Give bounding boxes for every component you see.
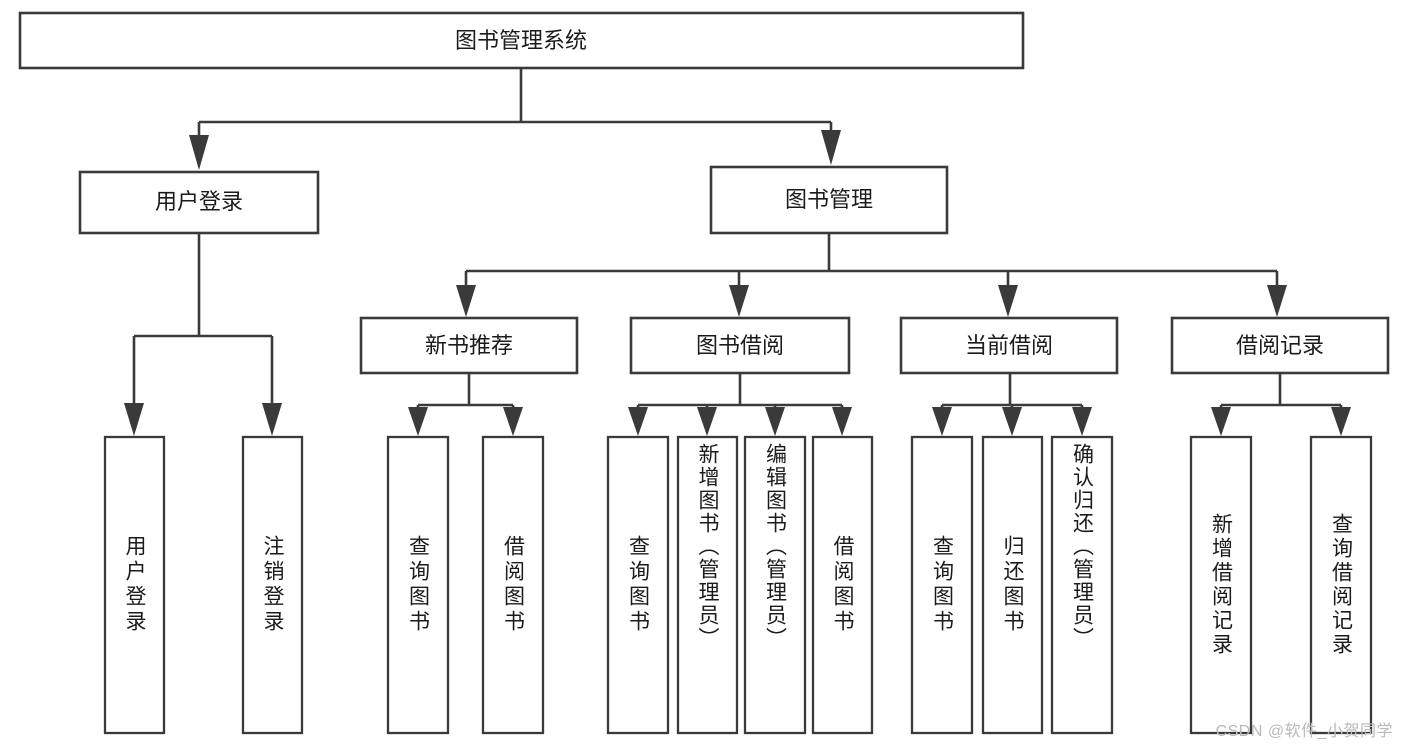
leaf-box-borrow-book-recommend[interactable] xyxy=(481,435,545,735)
arrow-head-user-login xyxy=(189,135,209,170)
node-borrow-record-box xyxy=(1170,316,1390,375)
leaf-labels: 用户登录 注销登录 查询图书 借阅图书 查询图书 xyxy=(123,443,1353,657)
arrow-head-current-borrow xyxy=(998,285,1018,317)
leaf-label-wrap-edit-book-admin: 编辑图书（管理员） xyxy=(763,443,787,650)
leaf-box-query-book-recommend[interactable] xyxy=(386,435,450,735)
leaf-box-edit-book-admin[interactable] xyxy=(743,435,807,735)
node-book-management[interactable]: 图书管理 xyxy=(709,165,949,235)
leaf-label-wrap-query-borrow-record: 查询借阅记录 xyxy=(1329,513,1353,657)
arrow-head-leaf-query-book-borrow xyxy=(628,407,648,436)
leaf-box-user-login[interactable] xyxy=(103,435,166,735)
arrow-head-leaf-edit-book-admin xyxy=(765,407,785,436)
leaf-label-wrap-add-borrow-record: 新增借阅记录 xyxy=(1209,513,1233,657)
arrow-head-leaf-add-book-admin xyxy=(697,407,717,436)
leaf-label-user-login: 用户登录 xyxy=(123,535,146,635)
leaf-box-confirm-return-admin[interactable] xyxy=(1050,435,1114,735)
node-book-management-label: 图书管理 xyxy=(785,187,873,212)
leaf-label-return-book: 归还图书 xyxy=(1001,535,1024,635)
node-root-label: 图书管理系统 xyxy=(455,28,587,53)
node-new-book-recommend-label: 新书推荐 xyxy=(425,333,513,358)
arrow-head-leaf-confirm-return-admin xyxy=(1072,407,1092,436)
node-root[interactable]: 图书管理系统 xyxy=(18,11,1025,70)
arrow-head-leaf-borrow-book xyxy=(832,407,852,436)
node-book-borrow-label: 图书借阅 xyxy=(696,333,784,358)
node-current-borrow-box xyxy=(899,316,1119,375)
leaf-box-query-book-borrow[interactable] xyxy=(606,435,670,735)
node-root-box xyxy=(18,11,1025,70)
arrow-head-leaf-add-borrow-record xyxy=(1211,407,1231,436)
leaf-label-wrap-borrow-book-recommend: 借阅图书 xyxy=(501,535,525,635)
node-book-borrow-box xyxy=(629,316,851,375)
leaf-label-borrow-book-recommend: 借阅图书 xyxy=(501,535,525,635)
connector-layer xyxy=(124,68,1351,436)
node-borrow-record-label: 借阅记录 xyxy=(1236,333,1324,358)
leaf-label-confirm-return-admin: 确认归还（管理员） xyxy=(1070,443,1094,650)
leaf-label-query-book-borrow: 查询图书 xyxy=(626,535,650,635)
leaf-label-query-book-current: 查询图书 xyxy=(930,535,954,635)
leaf-label-wrap-query-book-current: 查询图书 xyxy=(930,535,954,635)
leaf-box-query-book-current[interactable] xyxy=(910,435,974,735)
leaf-label-query-book-recommend: 查询图书 xyxy=(406,535,430,635)
leaf-label-wrap-user-logout: 注销登录 xyxy=(261,535,284,635)
arrow-head-leaf-query-book-current xyxy=(932,407,952,436)
leaf-label-wrap-borrow-book: 借阅图书 xyxy=(831,535,854,635)
leaf-label-wrap-confirm-return-admin: 确认归还（管理员） xyxy=(1070,443,1094,650)
node-current-borrow-label: 当前借阅 xyxy=(965,333,1053,358)
node-new-book-recommend[interactable]: 新书推荐 xyxy=(359,316,579,375)
arrow-head-leaf-return-book xyxy=(1002,407,1022,436)
node-user-login-box xyxy=(78,170,320,235)
leaf-label-add-borrow-record: 新增借阅记录 xyxy=(1209,513,1233,657)
node-book-management-box xyxy=(709,165,949,235)
arrow-head-leaf-user-login xyxy=(124,403,144,436)
arrow-head-book-management xyxy=(821,130,841,165)
leaf-label-wrap-user-login: 用户登录 xyxy=(123,535,146,635)
node-new-book-recommend-box xyxy=(359,316,579,375)
leaf-boxes xyxy=(103,435,1373,735)
leaf-label-wrap-return-book: 归还图书 xyxy=(1001,535,1024,635)
leaf-box-add-borrow-record[interactable] xyxy=(1189,435,1253,735)
arrow-head-leaf-borrow-book-recommend xyxy=(503,407,523,436)
arrow-head-leaf-user-logout xyxy=(262,403,282,436)
arrow-head-book-borrow xyxy=(729,285,749,317)
leaf-label-wrap-query-book-recommend: 查询图书 xyxy=(406,535,430,635)
leaf-label-user-logout: 注销登录 xyxy=(261,535,284,635)
node-borrow-record[interactable]: 借阅记录 xyxy=(1170,316,1390,375)
leaf-box-return-book[interactable] xyxy=(981,435,1044,735)
leaf-label-edit-book-admin: 编辑图书（管理员） xyxy=(763,443,787,650)
leaf-box-add-book-admin[interactable] xyxy=(676,435,739,735)
leaf-box-borrow-book[interactable] xyxy=(811,435,874,735)
arrow-head-borrow-record xyxy=(1267,285,1287,317)
leaf-label-add-book-admin: 新增图书（管理员） xyxy=(696,443,719,650)
node-user-login[interactable]: 用户登录 xyxy=(78,170,320,235)
leaf-label-wrap-add-book-admin: 新增图书（管理员） xyxy=(696,443,719,650)
leaf-box-query-borrow-record[interactable] xyxy=(1309,435,1373,735)
leaf-label-wrap-query-book-borrow: 查询图书 xyxy=(626,535,650,635)
arrow-head-new-book-recommend xyxy=(456,285,476,317)
arrow-head-leaf-query-book-recommend xyxy=(408,407,428,436)
arrow-head-leaf-query-borrow-record xyxy=(1331,407,1351,436)
node-book-borrow[interactable]: 图书借阅 xyxy=(629,316,851,375)
node-current-borrow[interactable]: 当前借阅 xyxy=(899,316,1119,375)
leaf-label-query-borrow-record: 查询借阅记录 xyxy=(1329,513,1353,657)
node-user-login-label: 用户登录 xyxy=(155,189,243,214)
leaf-box-user-logout[interactable] xyxy=(241,435,304,735)
leaf-label-borrow-book: 借阅图书 xyxy=(831,535,854,635)
